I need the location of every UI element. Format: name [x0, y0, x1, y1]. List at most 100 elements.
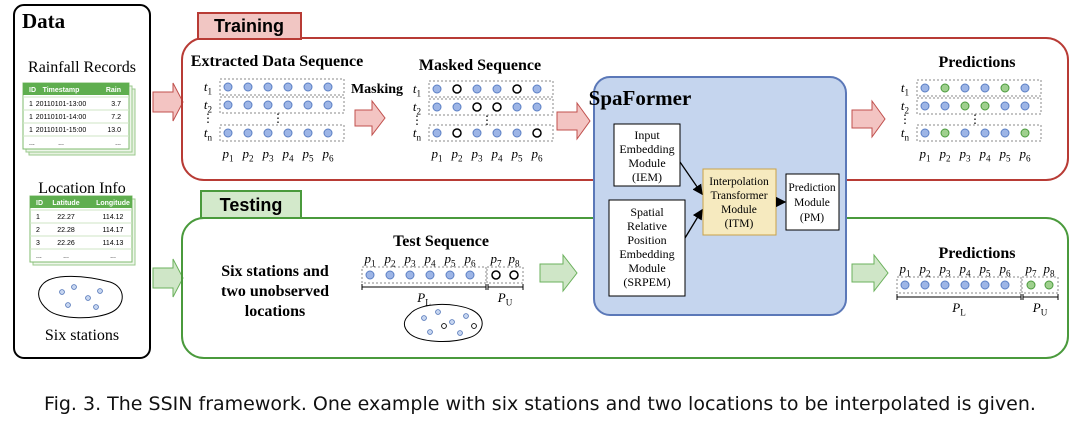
station-dot	[463, 313, 469, 319]
rain-cell: ...	[115, 140, 121, 147]
unobserved-location-dot	[491, 270, 501, 280]
sequence-dot	[243, 128, 253, 138]
itm-line-2: Transformer	[710, 190, 767, 202]
row-ellipsis: ⋮	[272, 111, 284, 125]
sequence-row-box	[916, 124, 1042, 142]
position-label: p3	[958, 146, 971, 163]
row-ellipsis: ⋮	[969, 112, 981, 126]
six-stations-map	[38, 275, 123, 319]
sequence-dot	[472, 84, 482, 94]
masked-sequence-title: Masked Sequence	[419, 57, 541, 74]
sequence-dot	[492, 84, 502, 94]
rain-header: ID	[29, 87, 36, 94]
position-label: p5	[443, 251, 456, 268]
position-label: p3	[403, 251, 416, 268]
sequence-dot	[1020, 128, 1030, 138]
station-dot	[93, 304, 99, 310]
srpem-line-3: Position	[627, 233, 666, 247]
station-dot	[421, 315, 427, 321]
rain-cell: 20110101-15:00	[36, 127, 87, 134]
rain-cell: 20110101-13:00	[36, 101, 87, 108]
loc-cell: 3	[36, 240, 40, 247]
position-label: p3	[261, 146, 274, 163]
sequence-row-box	[219, 78, 345, 96]
training-tab	[197, 12, 302, 40]
station-dot	[449, 319, 455, 325]
position-label: p6	[998, 261, 1011, 278]
itm-line-1: Interpolation	[709, 176, 769, 188]
sequence-dot	[532, 102, 542, 112]
data-panel	[13, 4, 151, 359]
sequence-dot	[492, 102, 502, 112]
sequence-dot	[492, 128, 502, 138]
pm-box	[785, 173, 840, 231]
srpem-line-1: Spatial	[630, 205, 664, 219]
test-sequence-title: Test Sequence	[393, 233, 489, 250]
rain-cell: ...	[58, 140, 64, 147]
sequence-dot	[980, 83, 990, 93]
time-step-label: tn	[901, 125, 910, 142]
training-tab-label: Training	[214, 16, 284, 36]
sequence-dot	[1000, 83, 1010, 93]
station-dot	[65, 302, 71, 308]
observed-group-label: PL	[416, 290, 431, 307]
loc-cell: 22.27	[57, 214, 75, 221]
iem-box	[613, 123, 681, 187]
six-stations-label: Six stations	[45, 327, 119, 344]
data-to-training-arrow	[152, 82, 184, 122]
unobserved-location-dot	[1044, 280, 1054, 290]
sequence-dot	[472, 102, 482, 112]
test-predictions-title: Predictions	[938, 245, 1015, 262]
sequence-dot	[432, 102, 442, 112]
position-label: p3	[470, 146, 483, 163]
sequence-dot	[452, 128, 462, 138]
iem-line-2: Embedding	[619, 142, 674, 156]
data-panel-title: Data	[22, 9, 66, 33]
sequence-dot	[223, 128, 233, 138]
sequence-dot	[452, 84, 462, 94]
unobserved-group-label: PU	[1032, 300, 1048, 317]
sequence-dot	[223, 82, 233, 92]
observed-station-dot	[465, 270, 475, 280]
rain-header: Rain	[106, 87, 121, 94]
testing-tab	[200, 190, 302, 219]
sequence-dot	[432, 84, 442, 94]
sequence-dot	[243, 100, 253, 110]
sequence-dot	[263, 82, 273, 92]
position-label: p2	[450, 146, 463, 163]
station-dot	[71, 284, 77, 290]
loc-cell: ...	[63, 253, 69, 260]
position-label: p6	[1018, 146, 1031, 163]
unobserved-location-dot	[1026, 280, 1036, 290]
sequence-dot	[960, 83, 970, 93]
sequence-dot	[1000, 128, 1010, 138]
observed-station-dot	[940, 280, 950, 290]
sequence-dot	[323, 82, 333, 92]
observed-station-dot	[405, 270, 415, 280]
position-label: p5	[998, 146, 1011, 163]
time-ellipsis: ⋮	[202, 111, 214, 125]
test-unobserved-box	[1021, 276, 1059, 294]
sequence-dot	[223, 100, 233, 110]
sequence-dot	[303, 82, 313, 92]
testing-tab-label: Testing	[220, 195, 283, 215]
unobserved-location-dot	[471, 323, 477, 329]
sequence-dot	[452, 102, 462, 112]
test-observed-box	[361, 266, 487, 284]
pm-line-3: (PM)	[800, 212, 824, 224]
itm-line-4: (ITM)	[725, 218, 754, 230]
pm-line-2: Module	[794, 197, 830, 209]
extracted-sequence-title: Extracted Data Sequence	[191, 53, 363, 70]
sequence-dot	[303, 128, 313, 138]
loc-header: ID	[36, 200, 43, 207]
testing-description-line3: locations	[245, 303, 305, 320]
position-label: p2	[938, 146, 951, 163]
srpem-line-6: (SRPEM)	[623, 275, 670, 289]
position-label: p3	[938, 261, 951, 278]
iem-line-1: Input	[634, 128, 660, 142]
observed-station-dot	[1000, 280, 1010, 290]
iem-line-4: (IEM)	[632, 170, 662, 184]
observed-station-dot	[920, 280, 930, 290]
sequence-row-box	[916, 97, 1042, 115]
